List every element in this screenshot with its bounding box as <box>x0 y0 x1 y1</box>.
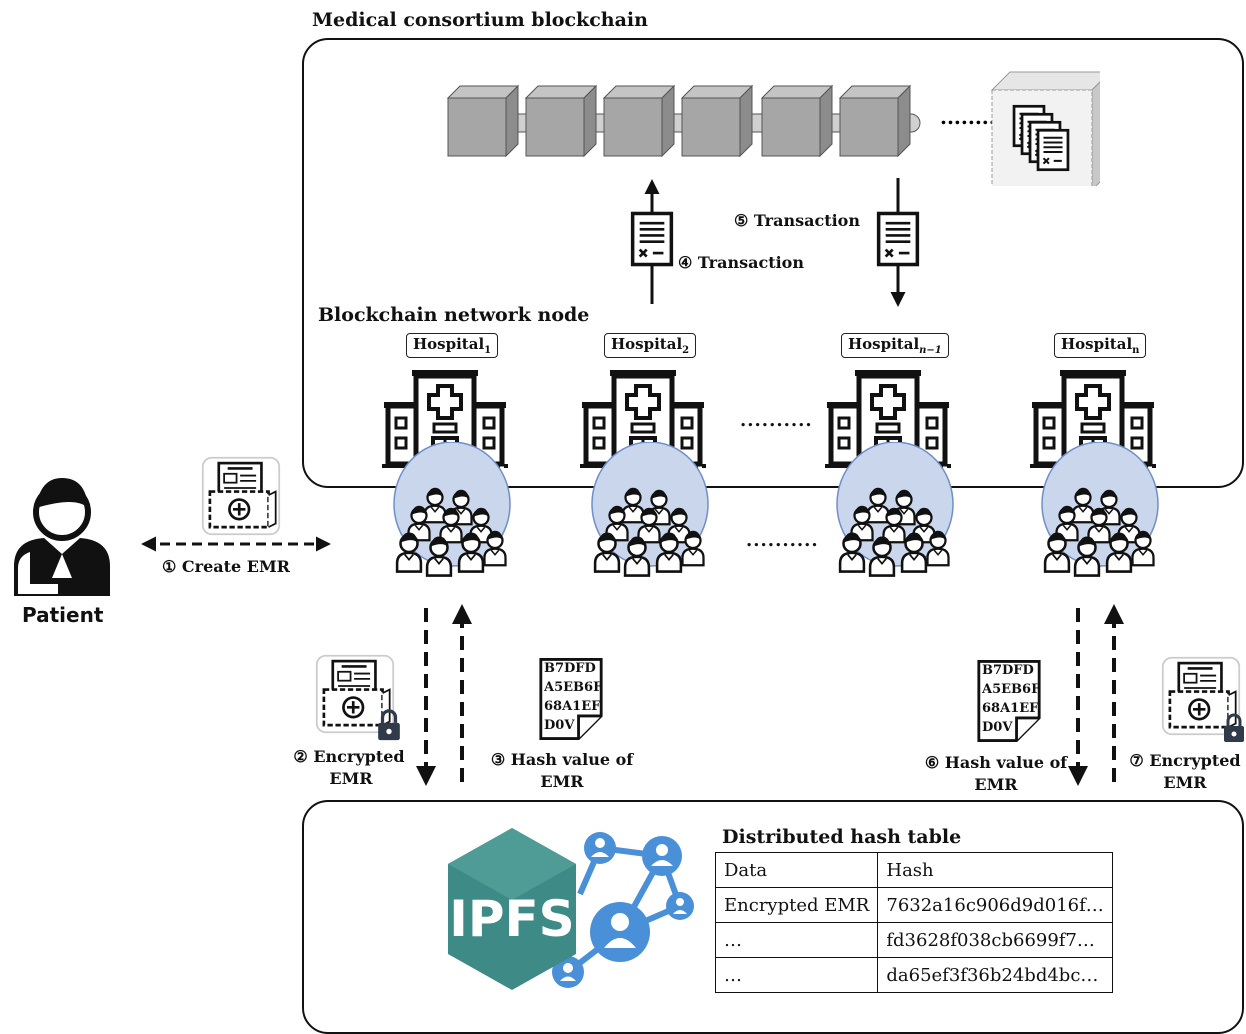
step5-label: ⑤ Transaction <box>734 211 860 230</box>
step2-line2: EMR <box>329 769 373 788</box>
table-row: … da65ef3f36b24bd4bc… <box>714 957 1113 993</box>
patient-icon <box>14 478 110 596</box>
transaction-doc-up-icon <box>630 211 674 267</box>
emr-icon <box>201 456 281 536</box>
step2-line1: ② Encrypted <box>293 747 405 766</box>
encrypted-emr-icon-left <box>315 654 402 742</box>
dht-cell: 7632a16c906d9d016f… <box>877 887 1113 923</box>
transaction-arrows <box>630 178 920 307</box>
hospital-subscript: 2 <box>682 345 690 356</box>
hospital-name: Hospital <box>611 335 683 353</box>
doctor-ellipsis: .......... <box>746 530 819 551</box>
encrypted-emr-icon-right <box>1161 656 1246 744</box>
step7-line1: ⑦ Encrypted <box>1129 751 1241 770</box>
hash-doc-line: 68A1EF <box>982 701 1039 716</box>
ipfs-logo: IPFS <box>448 828 694 990</box>
step3-label: ③ Hash value of EMR <box>472 749 652 793</box>
step2-label: ② Encrypted EMR <box>274 746 424 790</box>
block-chain: ......... <box>446 71 1100 186</box>
chain-block <box>760 84 834 158</box>
doctor-group-icon <box>1041 442 1159 592</box>
step1-label: ① Create EMR <box>162 557 290 576</box>
hash-doc-line: A5EB6F <box>544 680 603 695</box>
hospital-label: Hospitaln <box>1054 333 1147 358</box>
hospital-name: Hospital <box>848 335 920 353</box>
step7-line2: EMR <box>1163 773 1207 792</box>
doctor-group-icon <box>836 442 954 592</box>
hash-doc-line: D0V <box>544 718 575 733</box>
ledger-cube <box>990 71 1100 186</box>
hospital-label: Hospital1 <box>406 333 499 358</box>
hash-doc-line: 68A1EF <box>544 699 601 714</box>
blockchain-title: Medical consortium blockchain <box>312 9 648 31</box>
chain-block <box>524 84 598 158</box>
dht-header-hash: Hash <box>877 852 1113 888</box>
chain-block <box>446 84 520 158</box>
hospital-subscript: 1 <box>484 345 492 356</box>
chain-block <box>838 84 912 158</box>
dht-cell: fd3628f038cb6699f7… <box>877 922 1113 958</box>
step6-line2: EMR <box>974 775 1018 794</box>
hash-doc-line: A5EB6F <box>982 682 1041 697</box>
hospital-label: Hospitaln−1 <box>841 333 949 358</box>
dht-header-data: Data <box>714 852 879 888</box>
step3-line2: EMR <box>540 772 584 791</box>
step3-line1: ③ Hash value of <box>490 750 634 769</box>
hash-doc-line: D0V <box>982 720 1013 735</box>
dht-cell: da65ef3f36b24bd4bc… <box>877 957 1113 993</box>
hospital-subscript: n−1 <box>919 345 942 356</box>
hospital-label: Hospital2 <box>604 333 697 358</box>
right-flow-arrows <box>1068 604 1124 786</box>
dht-header-row: Data Hash <box>714 852 1113 888</box>
dht-cell: … <box>714 957 879 993</box>
doctor-group-icon <box>591 442 709 592</box>
hash-doc-line: B7DFD <box>982 663 1034 678</box>
dht-table: Data Hash Encrypted EMR 7632a16c906d9d01… <box>714 852 1113 993</box>
ipfs-text: IPFS <box>449 890 574 948</box>
step7-label: ⑦ Encrypted EMR <box>1124 750 1246 794</box>
hospital-subscript: n <box>1132 345 1140 356</box>
table-row: … fd3628f038cb6699f7… <box>714 922 1113 958</box>
create-emr-arrow <box>141 536 331 552</box>
network-node-title: Blockchain network node <box>318 304 590 326</box>
table-row: Encrypted EMR 7632a16c906d9d016f… <box>714 887 1113 923</box>
step4-label: ④ Transaction <box>678 253 804 272</box>
hospital-name: Hospital <box>413 335 485 353</box>
chain-block <box>680 84 754 158</box>
step6-label: ⑥ Hash value of EMR <box>906 752 1086 796</box>
hospital-ellipsis: .......... <box>740 410 813 431</box>
dht-title: Distributed hash table <box>722 826 962 848</box>
hash-doc-left: B7DFD A5EB6F 68A1EF D0V <box>538 654 604 744</box>
chain-block <box>602 84 676 158</box>
hash-doc-line: B7DFD <box>544 661 596 676</box>
left-flow-arrows <box>416 604 472 786</box>
hospital-name: Hospital <box>1061 335 1133 353</box>
dht-cell: … <box>714 922 879 958</box>
step6-line1: ⑥ Hash value of <box>924 753 1068 772</box>
transaction-doc-down-icon <box>876 211 920 267</box>
patient-label: Patient <box>22 603 104 627</box>
hash-doc-right: B7DFD A5EB6F 68A1EF D0V <box>976 656 1042 746</box>
doctor-group-icon <box>393 442 511 592</box>
dht-cell: Encrypted EMR <box>714 887 879 923</box>
